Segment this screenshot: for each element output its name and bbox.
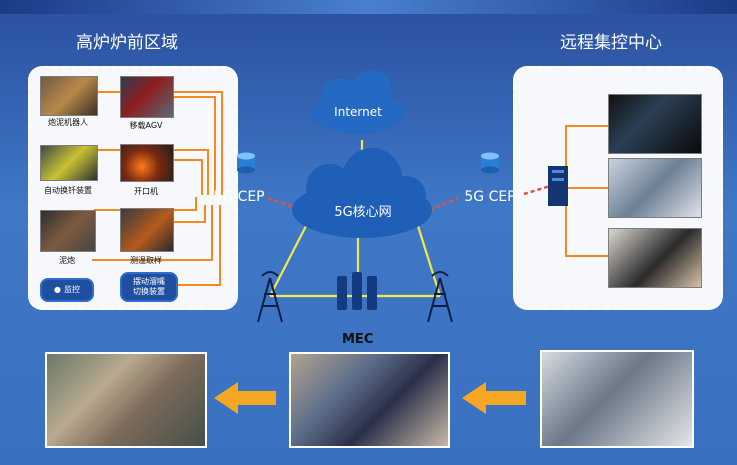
mec-label: MEC (342, 332, 374, 347)
cep-right-label: 5G CEP (464, 189, 516, 205)
internet-label: Internet (334, 105, 382, 119)
operator-hand-photo (608, 228, 702, 288)
device-label: 自动换钎装置 (44, 186, 92, 195)
camera-icon: ● (54, 285, 61, 295)
antenna-icon (257, 271, 283, 323)
device-label: 测温取样 (130, 256, 162, 265)
internet-cloud-icon (312, 70, 404, 134)
device-photo-mud-gun (40, 210, 96, 252)
device-photo-agv (120, 76, 174, 118)
left-heading: 高炉炉前区域 (76, 33, 178, 53)
switch-device-button[interactable]: 摆动溜嘴 切换装置 (120, 272, 178, 302)
arrow-left-icon (214, 382, 276, 414)
server-icon (337, 272, 377, 310)
antenna-icon (427, 271, 453, 323)
right-heading: 远程集控中心 (560, 33, 662, 53)
device-label: 移载AGV (129, 121, 163, 130)
furnace-site-photo (45, 352, 207, 448)
switch-icon (548, 166, 568, 206)
device-photo-temp-sampling (120, 208, 174, 252)
monitor-label: 监控 (63, 285, 80, 295)
device-label: 炮泥机器人 (48, 118, 88, 127)
core-cloud-icon (292, 148, 432, 238)
cep-core-link-right (429, 196, 459, 212)
device-photo-rod-changer (40, 145, 98, 181)
database-icon (481, 152, 499, 174)
video-wall-photo (608, 94, 702, 154)
mec-operation-photo (289, 352, 450, 448)
core-network-label: 5G核心网 (334, 204, 392, 220)
cep-left-label: 5G CEP (213, 189, 265, 205)
device-photo-drill (120, 144, 174, 182)
arrow-left-icon (462, 382, 526, 414)
top-band (0, 0, 737, 14)
device-label: 泥炮 (59, 256, 75, 265)
remote-control-room-photo (540, 350, 694, 448)
database-icon (237, 152, 255, 174)
device-label: 开口机 (134, 187, 158, 196)
cep-switch-link (523, 184, 551, 196)
device-photo-clay-robot (40, 76, 98, 116)
monitor-button[interactable]: ● 监控 (40, 278, 94, 302)
control-room-photo (608, 158, 702, 218)
